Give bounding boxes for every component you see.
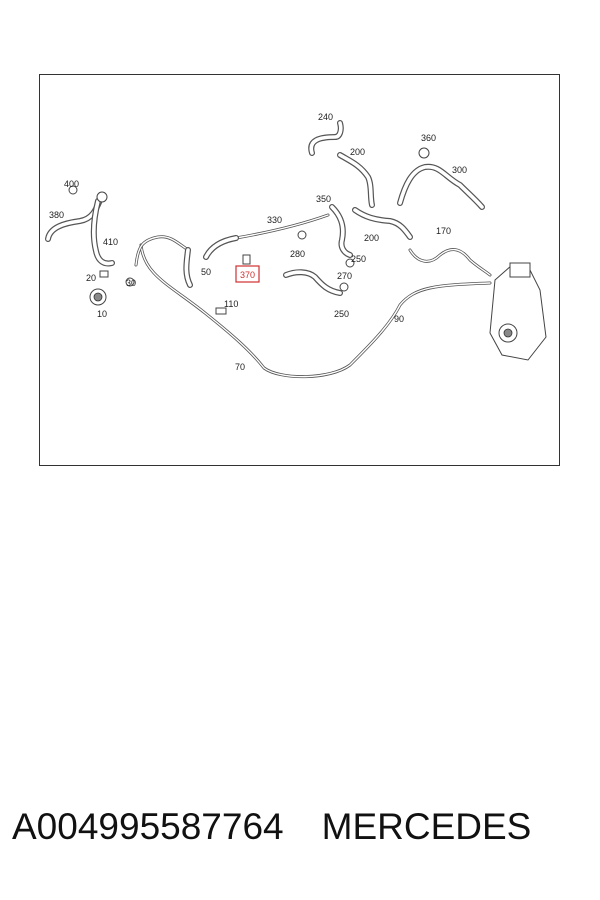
part-250a (345, 258, 355, 268)
callout-200: 200 (350, 147, 365, 157)
callout-50: 50 (201, 267, 211, 277)
part-360 (418, 147, 430, 159)
callout-270: 270 (337, 271, 352, 281)
part-280 (297, 230, 307, 240)
hose-380 (45, 197, 115, 267)
callout-380: 380 (49, 210, 64, 220)
callout-250: 250 (334, 309, 349, 319)
callout-240: 240 (318, 112, 333, 122)
pipe-330 (134, 213, 330, 267)
callout-20: 20 (86, 273, 96, 283)
callout-10: 10 (97, 309, 107, 319)
part-410-clip (96, 191, 108, 203)
callout-400: 400 (64, 179, 79, 189)
callout-370-highlight-box (235, 265, 260, 283)
reservoir (489, 262, 547, 361)
callout-30: 30 (126, 278, 136, 288)
callout-200: 200 (364, 233, 379, 243)
callout-280: 280 (290, 249, 305, 259)
part-400 (68, 185, 78, 195)
callout-170: 170 (436, 226, 451, 236)
hose-300 (397, 163, 485, 210)
part-number: A004995587764 (12, 806, 284, 847)
part-270 (339, 282, 349, 292)
part-caption: A004995587764 MERCEDES (12, 806, 592, 856)
callout-250: 250 (351, 254, 366, 264)
brand-name: MERCEDES (321, 806, 532, 847)
part-370 (242, 254, 251, 265)
callout-70: 70 (235, 362, 245, 372)
hose-diagram-drawing: 240 360 200 300 400 350 380 330 200 170 … (45, 112, 547, 379)
parts-diagram: 240 360 200 300 400 350 380 330 200 170 … (39, 74, 560, 466)
part-20 (99, 270, 109, 278)
callout-110: 110 (224, 299, 238, 309)
callout-330: 330 (267, 215, 282, 225)
hose-280 (283, 269, 343, 296)
callout-370: 370 (240, 270, 255, 280)
hose-50 (183, 235, 239, 288)
hose-170 (408, 248, 492, 277)
callout-350: 350 (316, 194, 331, 204)
callout-410: 410 (103, 237, 118, 247)
callout-300: 300 (452, 165, 467, 175)
hose-350 (329, 204, 413, 258)
line-70 (139, 243, 492, 379)
callout-90: 90 (394, 314, 404, 324)
hose-240 (308, 120, 375, 208)
part-30 (125, 277, 135, 287)
callout-360: 360 (421, 133, 436, 143)
part-110 (215, 307, 227, 315)
